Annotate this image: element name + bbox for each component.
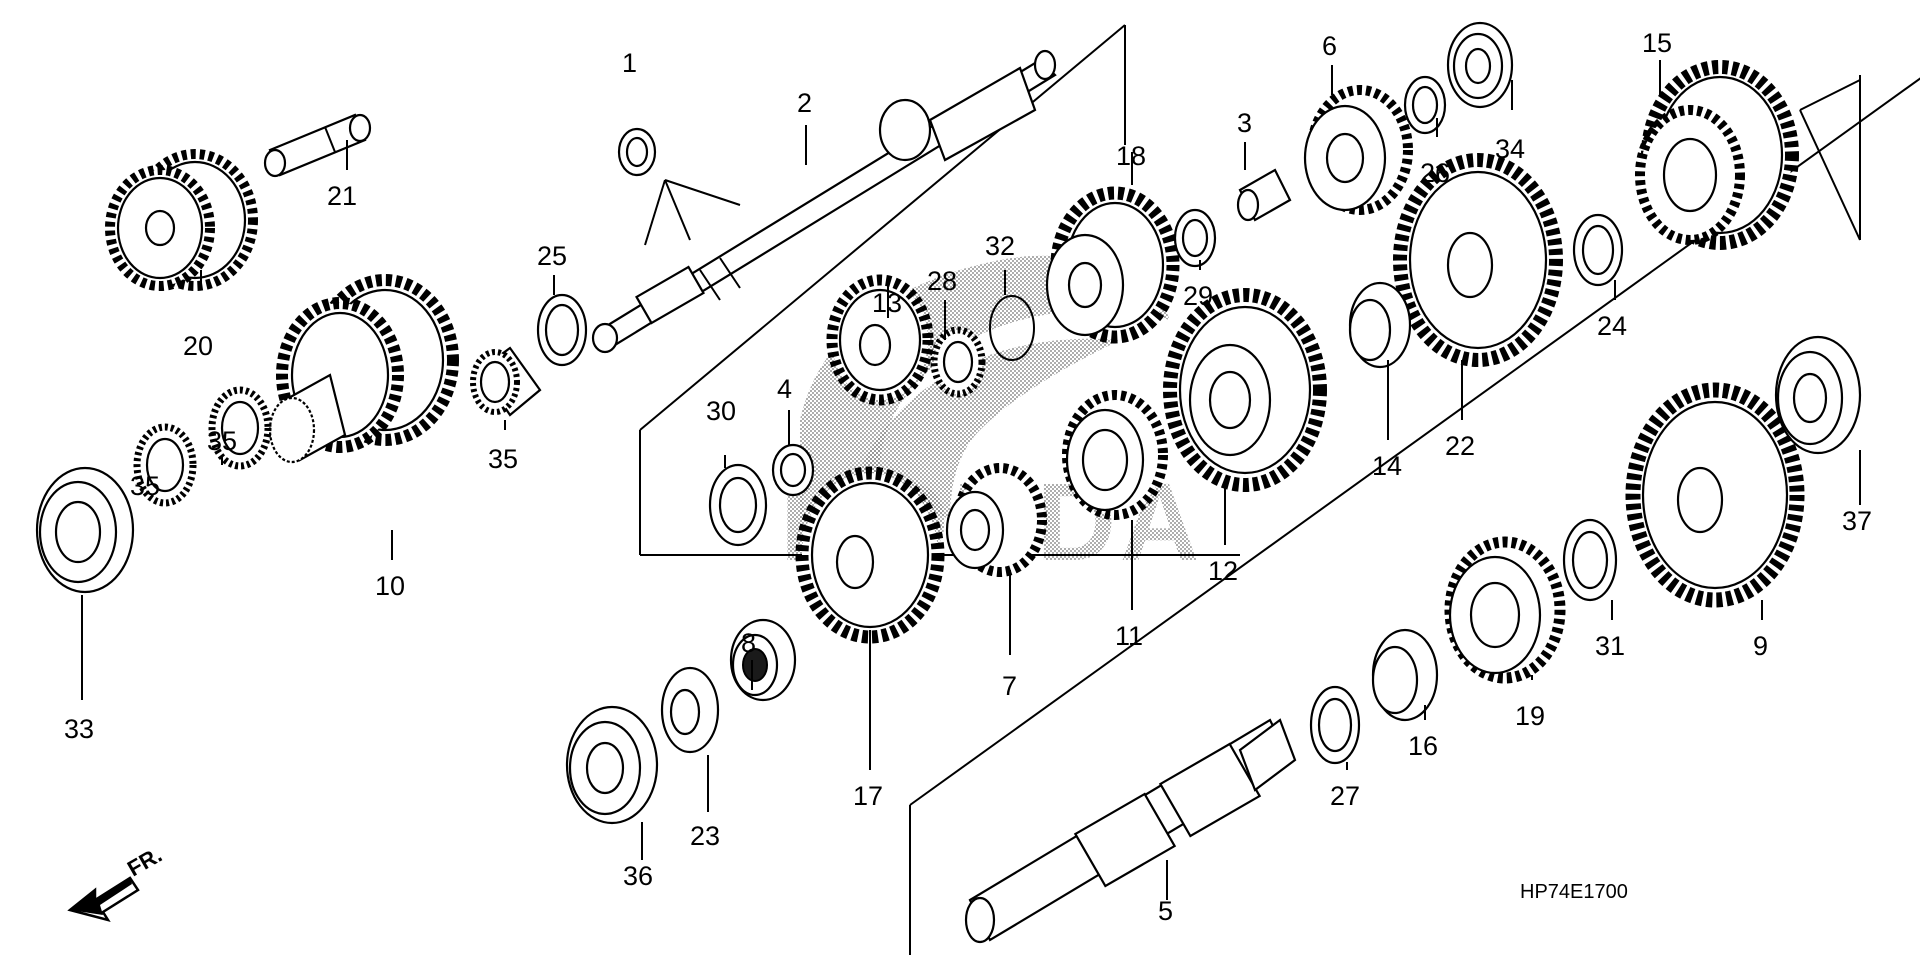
callout-4: 4 [777, 374, 792, 404]
countershaft-5 [964, 718, 1297, 944]
shaft-21 [263, 113, 372, 178]
leader-arrows-1 [644, 179, 741, 246]
gear-19 [1444, 536, 1566, 684]
callout-36: 36 [623, 861, 653, 891]
diagram-code: HP74E1700 [1520, 881, 1628, 903]
callout-35a: 35 [488, 444, 518, 474]
callout-22: 22 [1445, 431, 1475, 461]
ball-bearing-37 [1774, 335, 1862, 455]
callout-28: 28 [927, 266, 957, 296]
gear-13 [826, 274, 934, 406]
gear-18 [1045, 186, 1180, 344]
callout-16: 16 [1408, 731, 1438, 761]
callout-31: 31 [1595, 631, 1625, 661]
callout-19: 19 [1515, 701, 1545, 731]
callout-6: 6 [1322, 31, 1337, 61]
washer-25 [536, 293, 588, 367]
gear-7 [945, 463, 1047, 577]
gear-17 [795, 466, 945, 644]
gear-15 [1635, 60, 1799, 250]
callout-23: 23 [690, 821, 720, 851]
callout-25: 25 [537, 241, 567, 271]
bushing-8 [729, 618, 797, 702]
callout-14: 14 [1372, 451, 1402, 481]
gear-10 [268, 274, 459, 464]
callout-5: 5 [1158, 896, 1173, 926]
ball-bearing-33 [35, 466, 135, 594]
callout-3: 3 [1237, 108, 1252, 138]
callout-7: 7 [1002, 671, 1017, 701]
bushing-14 [1348, 281, 1412, 369]
callout-35c: 35 [130, 471, 160, 501]
callout-35b: 35 [207, 426, 237, 456]
callout-12: 12 [1208, 556, 1238, 586]
callouts: 1 2 3 4 5 6 7 8 9 10 11 12 13 14 15 16 1… [64, 28, 1872, 926]
gear-11 [1062, 390, 1168, 520]
callout-13: 13 [872, 288, 902, 318]
callout-1: 1 [622, 48, 637, 78]
bearing-28 [930, 326, 986, 398]
callout-32: 32 [985, 231, 1015, 261]
callout-9: 9 [1753, 631, 1768, 661]
front-label: FR. [123, 842, 166, 881]
front-direction-arrow: FR. [67, 842, 166, 923]
callout-30: 30 [706, 396, 736, 426]
callout-26: 26 [1420, 158, 1450, 188]
washer-29 [1173, 208, 1217, 268]
callout-17: 17 [853, 781, 883, 811]
leader-lines [81, 60, 1861, 900]
washer-27 [1309, 685, 1361, 765]
gear-22 [1393, 153, 1563, 367]
gear-6 [1303, 85, 1413, 215]
washer-24 [1572, 213, 1624, 287]
mainshaft-2 [591, 49, 1057, 354]
callout-2: 2 [797, 88, 812, 118]
bushing-16 [1371, 628, 1439, 722]
ball-bearing-36 [565, 705, 659, 825]
callout-18: 18 [1116, 141, 1146, 171]
callout-11: 11 [1115, 621, 1143, 651]
needle-bearing-35-left [133, 423, 197, 507]
callout-8: 8 [741, 628, 756, 658]
ring-1 [617, 127, 657, 177]
callout-34: 34 [1495, 134, 1525, 164]
callout-24: 24 [1597, 311, 1627, 341]
circlip-32 [989, 295, 1035, 361]
washer-26 [1403, 75, 1447, 135]
callout-27: 27 [1330, 781, 1360, 811]
callout-15: 15 [1642, 28, 1672, 58]
callout-20: 20 [183, 331, 213, 361]
gear-12 [1163, 288, 1327, 492]
callout-33: 33 [64, 714, 94, 744]
washer-23 [660, 666, 720, 754]
washer-31 [1562, 518, 1618, 602]
gear-20 [105, 149, 258, 291]
bushing-4 [771, 443, 815, 497]
needle-bearing-35-upper [470, 346, 542, 417]
ball-bearing-34 [1446, 21, 1514, 109]
washer-30 [708, 463, 768, 547]
callout-29: 29 [1183, 281, 1213, 311]
gear-9 [1625, 382, 1805, 608]
callout-37: 37 [1842, 506, 1872, 536]
callout-21: 21 [327, 181, 357, 211]
needle-bearing-35-mid [208, 386, 272, 470]
collar-3 [1236, 168, 1292, 222]
callout-10: 10 [375, 571, 405, 601]
